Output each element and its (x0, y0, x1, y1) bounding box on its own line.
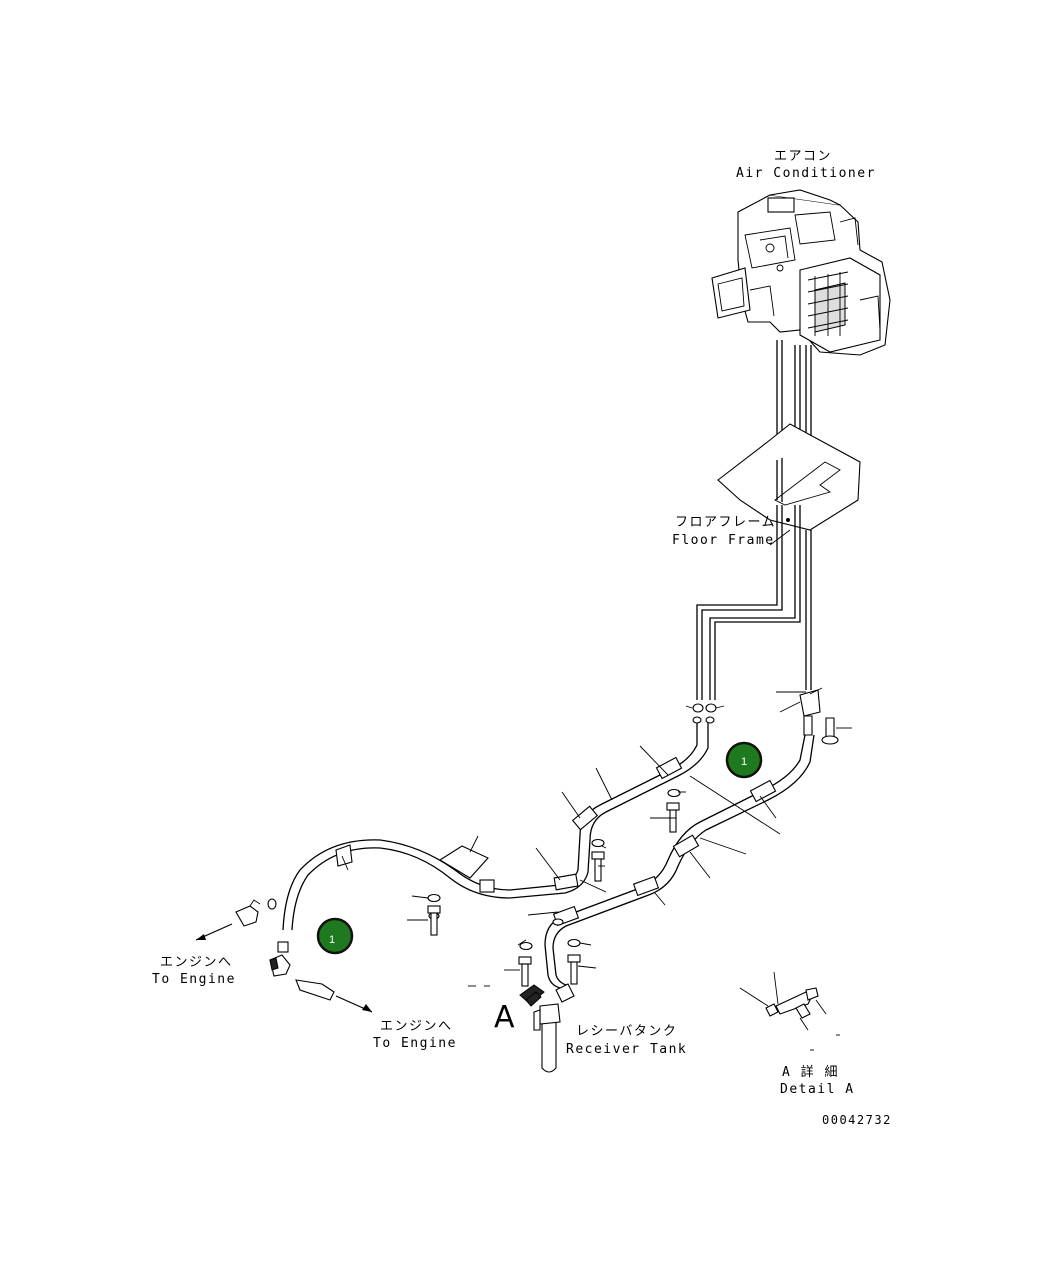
detail-a-label-en: Detail A (780, 1082, 855, 1097)
drawing-number: 00042732 (822, 1113, 892, 1127)
floor-frame-label-en: Floor Frame (672, 533, 775, 548)
left-end-fittings (195, 898, 373, 1013)
receiver-tank-label-jp: レシーバタンク (576, 1024, 677, 1039)
to-engine-right-label-jp: エンジンへ (380, 1019, 453, 1034)
hose-assembly (282, 689, 839, 989)
callout-number: 1 (329, 934, 335, 946)
air-conditioner-label-jp: エアコン (774, 149, 832, 164)
part-leader-lines (341, 687, 852, 987)
floor-frame-label-jp: フロアフレーム (675, 515, 776, 530)
callout-1-lower[interactable]: 1 (316, 917, 354, 955)
callout-circle (316, 917, 354, 955)
receiver-tank (519, 983, 575, 1073)
text-labels: エアコン Air Conditioner フロアフレーム Floor Frame… (152, 149, 892, 1127)
callout-number: 1 (741, 756, 747, 768)
to-engine-right-label-en: To Engine (373, 1036, 457, 1051)
detail-a-view (739, 971, 840, 1051)
receiver-tank-label-en: Receiver Tank (566, 1042, 687, 1057)
air-conditioner-unit (711, 189, 891, 356)
pipes-below-floor (696, 505, 812, 700)
callout-1-upper[interactable]: 1 (725, 741, 763, 779)
to-engine-left-label-en: To Engine (152, 972, 236, 987)
floor-frame-plate (717, 423, 861, 531)
bolts-and-washers (427, 788, 681, 998)
label-leaders (769, 529, 791, 546)
to-engine-left-label-jp: エンジンへ (160, 955, 233, 970)
callout-circle (725, 741, 763, 779)
detail-a-label-jp: A 詳 細 (782, 1064, 839, 1080)
air-conditioner-label-en: Air Conditioner (736, 166, 876, 181)
view-letter-a: A (494, 1000, 515, 1035)
